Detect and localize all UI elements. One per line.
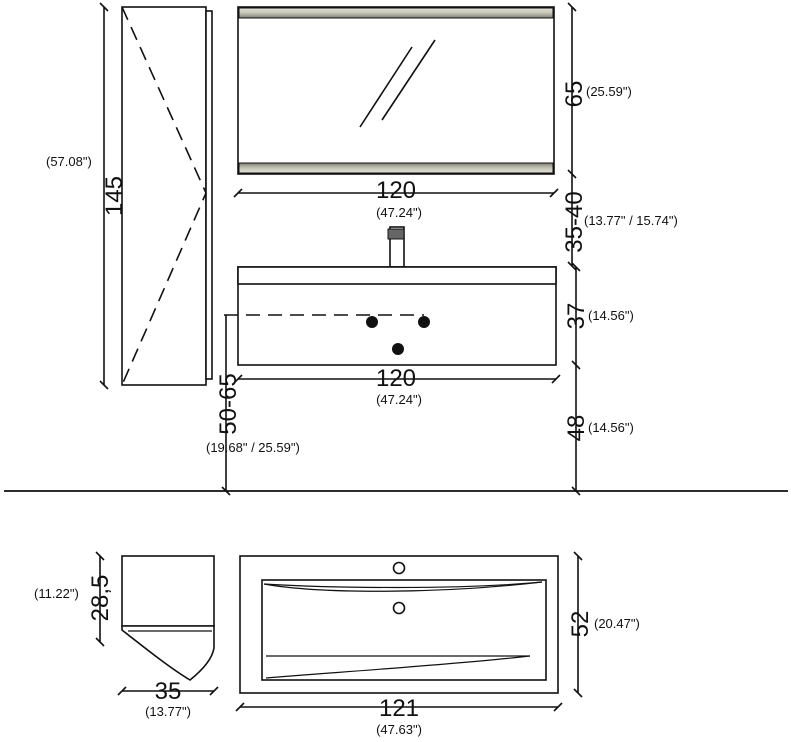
mirror bbox=[237, 6, 555, 175]
basin-edge-curve bbox=[263, 581, 543, 589]
top-view-cabinet-depth-cm: 28,5 bbox=[87, 575, 114, 622]
vanity-mount-height-in: (19.68" / 25.59") bbox=[206, 440, 300, 455]
top-view-cabinet-width-dimension: 35 (13.77") bbox=[117, 678, 219, 719]
vanity-height-cm: 37 bbox=[563, 303, 590, 330]
vanity-mount-height-cm: 50-65 bbox=[215, 373, 242, 434]
top-view-basin-depth-in: (20.47") bbox=[594, 616, 640, 631]
mirror-reflection-line bbox=[381, 39, 436, 121]
mount-hole bbox=[366, 316, 378, 328]
tall-cabinet-height-in: (57.08") bbox=[46, 154, 92, 169]
faucet-gap-cm: 35-40 bbox=[561, 191, 588, 252]
drain-hole bbox=[392, 343, 404, 355]
top-view-cabinet bbox=[121, 555, 215, 681]
mirror-width-dimension: 120 (47.24") bbox=[233, 177, 559, 220]
top-view-cabinet-depth-in: (11.22") bbox=[34, 586, 79, 601]
faucet-gap-in: (13.77" / 15.74") bbox=[584, 213, 678, 228]
top-view-basin-depth-dimension: 52 (20.47") bbox=[567, 551, 640, 698]
vanity-width-dimension: 120 (47.24") bbox=[233, 365, 561, 407]
mount-hole bbox=[418, 316, 430, 328]
top-view-basin-width-dimension: 121 (47.63") bbox=[235, 695, 563, 737]
top-view-basin-width-cm: 121 bbox=[379, 695, 419, 722]
vanity-height-dimension: 37 (14.56") bbox=[563, 262, 634, 370]
vanity-mount-height-dimension: 50-65 (19.68" / 25.59") bbox=[206, 315, 300, 496]
vanity-unit bbox=[224, 266, 557, 366]
vanity-width-in: (47.24") bbox=[376, 392, 422, 407]
vanity-floor-gap-dimension: 48 (14.56") bbox=[563, 365, 634, 496]
top-view-basin-width-in: (47.63") bbox=[376, 722, 422, 737]
mirror-height-dimension: 65 (25.59") bbox=[561, 2, 632, 179]
mirror-height-in: (25.59") bbox=[586, 84, 632, 99]
tall-cabinet-height-cm: 145 bbox=[101, 176, 128, 216]
top-view-cabinet-width-in: (13.77") bbox=[145, 704, 191, 719]
vanity-floor-gap-cm: 48 bbox=[563, 415, 590, 442]
tall-cabinet bbox=[121, 6, 213, 386]
top-view-cabinet-depth-dimension: 28,5 (11.22") bbox=[34, 551, 114, 647]
basin-edge-curve bbox=[265, 655, 531, 679]
top-view-basin-depth-cm: 52 bbox=[567, 611, 594, 638]
drain-hole bbox=[392, 601, 406, 615]
mirror-height-cm: 65 bbox=[561, 81, 588, 108]
top-view-basin bbox=[239, 555, 559, 694]
vanity-floor-gap-in: (14.56") bbox=[588, 420, 634, 435]
mirror-width-cm: 120 bbox=[376, 177, 416, 204]
vanity-width-cm: 120 bbox=[376, 365, 416, 392]
top-view-cabinet-width-cm: 35 bbox=[155, 678, 182, 705]
tall-cabinet-height-dimension: 145 (57.08") bbox=[46, 2, 128, 390]
mirror-reflection-line bbox=[359, 46, 413, 128]
vanity-height-in: (14.56") bbox=[588, 308, 634, 323]
faucet bbox=[387, 226, 405, 268]
faucet-hole bbox=[392, 561, 406, 575]
mirror-width-in: (47.24") bbox=[376, 205, 422, 220]
faucet-gap-dimension: 35-40 (13.77" / 15.74") bbox=[561, 174, 678, 271]
